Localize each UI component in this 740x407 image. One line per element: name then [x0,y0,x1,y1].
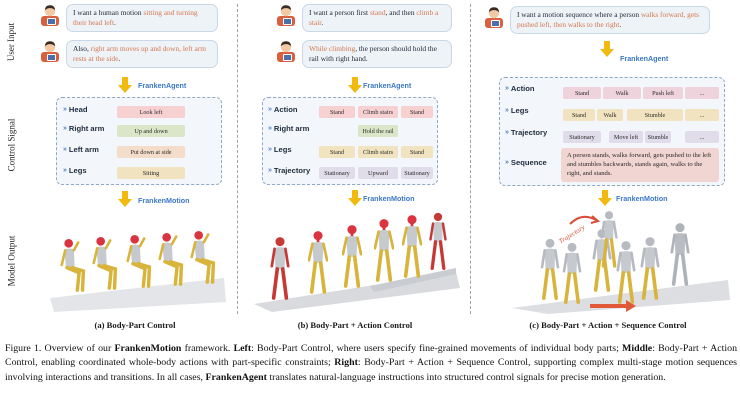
user-avatar-icon [484,6,504,28]
user-avatar-icon [40,40,60,62]
signal-chip: Stumble [627,109,683,121]
frankenagent-label: FrankenAgent [138,81,187,90]
row-label-model-output: Model Output [6,235,16,287]
signal-chip: Stand [563,87,601,99]
signal-label-trajectory: »Trajectory [268,166,311,175]
signal-chip: Climb stairs [358,106,398,118]
subcaption-b: (b) Body-Part + Action Control [297,320,413,330]
down-arrow-icon [598,190,612,206]
signal-label-trajectory: »Trajectory [505,128,548,137]
row-label-control-signal: Control Signal [6,118,17,172]
signal-label-action: »Action [268,105,298,114]
user-avatar-icon [40,4,60,26]
signal-chip: Walk [597,109,623,121]
signal-chip: Stationary [319,167,355,179]
down-arrow-icon [600,41,614,57]
signal-label-right-arm: »Right arm [63,124,105,133]
signal-chip: Up and down [117,125,185,137]
col2-motion-render [254,212,460,312]
signal-chip: Upward [358,167,398,179]
down-arrow-icon [348,190,362,206]
figure-caption: Figure 1. Overview of our FrankenMotion … [5,343,738,383]
signal-label-legs: »Legs [268,145,292,154]
col2-control-signal-panel: »Action Stand Climb stairs Stand »Right … [262,97,438,185]
frankenmotion-label: FrankenMotion [616,194,668,203]
signal-chip: ... [685,109,719,121]
signal-chip: ... [685,87,719,99]
signal-chip: Move left [609,131,643,143]
signal-chip: Sitting [117,167,185,179]
signal-chip: Stationary [401,167,433,179]
column-divider-right [470,4,471,314]
user-avatar-icon [276,40,296,62]
signal-chip: Put down at side [117,146,185,158]
col2-user-message-2: While climbing, the person should hold t… [276,40,466,68]
column-divider-left [237,4,238,314]
sequence-description: A person stands, walks forward, gets pus… [561,148,719,182]
signal-chip: Walk [603,87,641,99]
frankenagent-label: FrankenAgent [363,81,412,90]
signal-label-head: »Head [63,105,88,114]
row-label-user-input: User Input [6,22,16,62]
signal-chip: Stumble [645,131,671,143]
signal-label-legs: »Legs [505,106,529,115]
subcaption-c: (c) Body-Part + Action + Sequence Contro… [529,320,687,330]
down-arrow-icon [348,77,362,93]
signal-chip: Stand [319,146,355,158]
col1-user-message-2: Also, right arm moves up and down, left … [40,40,232,68]
chat-bubble: I want a person first stand, and then cl… [302,4,452,32]
chat-bubble: I want a human motion sitting and turnin… [66,4,218,32]
signal-chip: Stand [401,146,433,158]
signal-label-left-arm: »Left arm [63,145,99,154]
chat-bubble: While climbing, the person should hold t… [302,40,452,68]
signal-chip: Hold the rail [358,125,398,137]
down-arrow-icon [118,77,132,93]
signal-label-sequence: »Sequence [505,158,547,167]
chat-bubble: Also, right arm moves up and down, left … [66,40,218,68]
user-avatar-icon [276,4,296,26]
signal-chip: Stand [401,106,433,118]
signal-chip: Stand [563,109,595,121]
subcaption-a: (a) Body-Part Control [94,320,176,330]
signal-chip: ... [685,131,719,143]
signal-label-right-arm: »Right arm [268,124,310,133]
col2-user-message-1: I want a person first stand, and then cl… [276,4,466,32]
col1-user-message-1: I want a human motion sitting and turnin… [40,4,232,32]
signal-chip: Climb stairs [358,146,398,158]
col1-motion-render [50,229,226,312]
trajectory-tag: Trajectory [557,223,587,246]
col1-control-signal-panel: »Head Look left »Right arm Up and down »… [56,97,222,185]
signal-chip: Stationary [563,131,601,143]
frankenagent-label: FrankenAgent [620,54,669,63]
col3-motion-render: Trajectory [512,210,730,314]
signal-label-legs: »Legs [63,166,87,175]
signal-label-action: »Action [505,84,535,93]
signal-chip: Push left [643,87,683,99]
col3-user-message-1: I want a motion sequence where a person … [484,6,736,34]
col3-control-signal-panel: »Action Stand Walk Push left ... »Legs S… [499,77,725,186]
frankenmotion-label: FrankenMotion [138,196,190,205]
down-arrow-icon [118,191,132,207]
signal-chip: Stand [319,106,355,118]
signal-chip: Look left [117,106,185,118]
frankenmotion-label: FrankenMotion [363,194,415,203]
chat-bubble: I want a motion sequence where a person … [510,6,710,34]
